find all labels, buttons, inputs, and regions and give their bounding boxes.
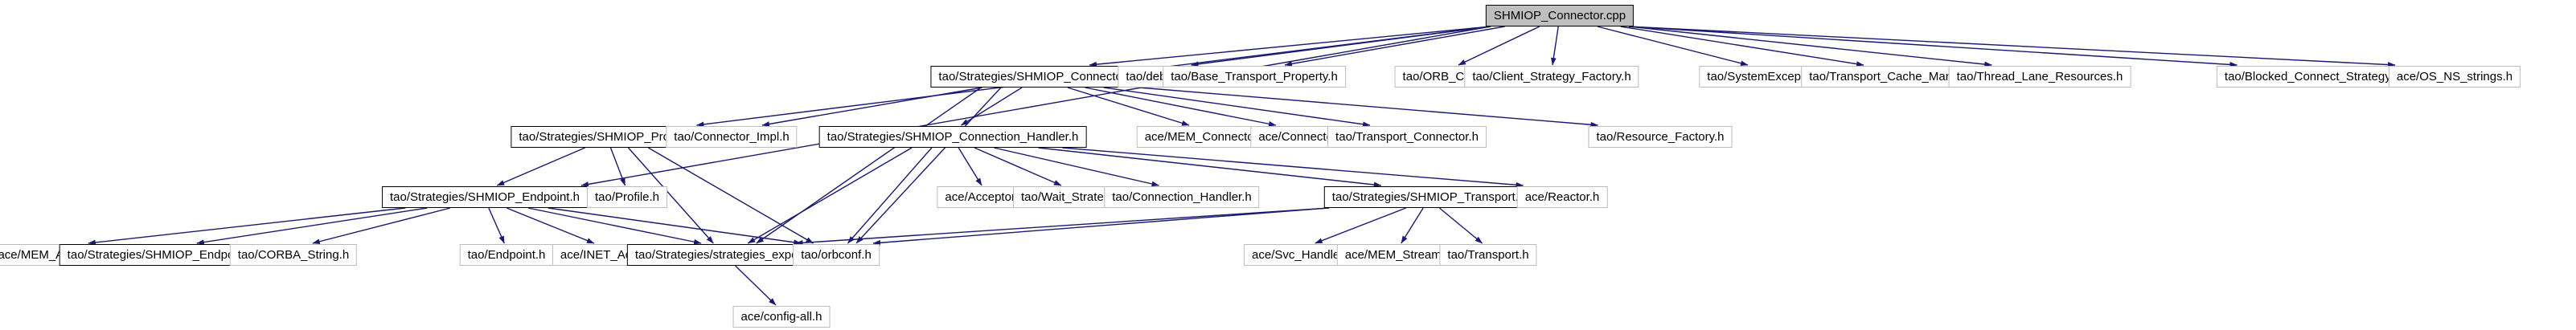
- include-edge-cpp-shmiop_endpoint: [580, 26, 1491, 187]
- include-edge-cpp-debug: [1191, 26, 1491, 67]
- graph-node-transport_connector[interactable]: tao/Transport_Connector.h: [1327, 126, 1487, 148]
- include-edge-cpp-transport_cache: [1620, 26, 1864, 67]
- graph-node-os_ns_strings[interactable]: ace/OS_NS_strings.h: [2388, 66, 2521, 88]
- graph-node-resource_factory[interactable]: tao/Resource_Factory.h: [1588, 126, 1733, 148]
- include-edge-shmiop_connection_handler-orbconf: [847, 147, 933, 244]
- include-edge-shmiop_endpoint-orbconf: [548, 207, 802, 246]
- include-edge-cpp-base_transport: [1284, 26, 1505, 67]
- include-edge-cpp-orb_core: [1458, 26, 1540, 66]
- include-edge-shmiop_endpoint-strategies_export: [527, 207, 702, 245]
- graph-node-ace_reactor[interactable]: ace/Reactor.h: [1516, 186, 1608, 208]
- graph-node-blocked_connect[interactable]: tao/Blocked_Connect_Strategy.h: [2216, 66, 2409, 88]
- include-edge-cpp-system_exception: [1597, 26, 1749, 67]
- graph-node-config_all[interactable]: ace/config-all.h: [732, 306, 831, 328]
- include-edge-cpp-blocked_connect: [1628, 26, 2238, 67]
- graph-node-client_strategy[interactable]: tao/Client_Strategy_Factory.h: [1464, 66, 1639, 88]
- graph-node-cpp[interactable]: SHMIOP_Connector.cpp: [1485, 5, 1635, 26]
- include-edge-shmiop_endpoint-inet_addr: [506, 207, 595, 244]
- include-edge-shmiop_connection_handler-ace_reactor: [1062, 147, 1524, 188]
- graph-node-shmiop_transport[interactable]: tao/Strategies/SHMIOP_Transport.h: [1323, 186, 1534, 208]
- include-edge-shmiop_connection_handler-acceptor: [958, 147, 982, 186]
- include-edge-cpp-os_ns_strings: [1628, 26, 2396, 67]
- include-edges: [88, 26, 2396, 306]
- include-edge-shmiop_transport-strategies_export: [795, 207, 1330, 246]
- graph-node-strategies_export[interactable]: tao/Strategies/strategies_export.h: [626, 244, 824, 266]
- include-edge-shmiop_endpoint-mem_addr: [88, 207, 406, 246]
- graph-node-connector_impl[interactable]: tao/Connector_Impl.h: [666, 126, 798, 148]
- graph-node-tao_profile[interactable]: tao/Profile.h: [586, 186, 668, 208]
- graph-node-tao_endpoint[interactable]: tao/Endpoint.h: [459, 244, 554, 266]
- include-edge-shmiop_profile-shmiop_endpoint: [496, 147, 585, 186]
- include-edge-shmiop_endpoint-endpoint_inl: [196, 207, 428, 245]
- include-edge-cpp-connector_h: [1089, 26, 1491, 67]
- graph-node-shmiop_connection_handler[interactable]: tao/Strategies/SHMIOP_Connection_Handler…: [818, 126, 1087, 148]
- include-edge-shmiop_connection_handler-wait_strategy: [974, 147, 1062, 186]
- include-edge-shmiop_connection_handler-strategies_export: [747, 147, 913, 244]
- include-edge-shmiop_transport-tao_transport: [1438, 207, 1483, 244]
- include-edge-shmiop_connection_handler-shmiop_transport: [1038, 147, 1382, 188]
- graph-node-thread_lane[interactable]: tao/Thread_Lane_Resources.h: [1948, 66, 2131, 88]
- include-edge-shmiop_endpoint-tao_endpoint: [488, 207, 505, 244]
- include-edge-shmiop_profile-tao_profile: [609, 147, 626, 186]
- graph-node-corba_string[interactable]: tao/CORBA_String.h: [229, 244, 358, 266]
- include-edge-shmiop_transport-orbconf: [872, 207, 1330, 246]
- include-edge-shmiop_profile-orbconf: [647, 147, 814, 244]
- include-edge-connector_h-strategies_export: [756, 87, 982, 244]
- include-edge-strategies_export-config_all: [735, 265, 777, 306]
- graph-node-tao_transport[interactable]: tao/Transport.h: [1439, 244, 1537, 266]
- include-edge-connector_h-connector_impl: [761, 87, 982, 127]
- include-edge-connector_h-transport_connector: [1103, 87, 1371, 128]
- include-edge-shmiop_transport-mem_stream: [1401, 207, 1424, 244]
- graph-node-connector_h[interactable]: tao/Strategies/SHMIOP_Connector.h: [930, 66, 1144, 88]
- include-edge-shmiop_transport-svc_handler: [1315, 207, 1406, 244]
- include-edge-connector_h-shmiop_connection_handler: [961, 87, 1023, 126]
- graph-node-base_transport[interactable]: tao/Base_Transport_Property.h: [1163, 66, 1346, 88]
- include-edge-shmiop_connection_handler-tao_connection_handler: [994, 147, 1159, 187]
- graph-node-shmiop_endpoint[interactable]: tao/Strategies/SHMIOP_Endpoint.h: [382, 186, 588, 208]
- include-edge-shmiop_endpoint-corba_string: [312, 207, 451, 245]
- graph-node-mem_stream[interactable]: ace/MEM_Stream.h: [1336, 244, 1460, 266]
- include-edge-shmiop_profile-strategies_export: [627, 147, 714, 244]
- include-edge-connector_h-resource_factory: [1138, 87, 1598, 128]
- include-edge-connector_h-orbconf: [855, 87, 1002, 244]
- include-edge-cpp-client_strategy: [1550, 26, 1559, 66]
- graph-node-tao_connection_handler[interactable]: tao/Connection_Handler.h: [1104, 186, 1260, 208]
- include-edge-connector_h-ace_connector: [1085, 87, 1277, 127]
- include-edge-connector_h-mem_connector: [1067, 87, 1190, 126]
- include-edge-cpp-thread_lane: [1628, 26, 1992, 67]
- graph-node-orbconf[interactable]: tao/orbconf.h: [793, 244, 880, 266]
